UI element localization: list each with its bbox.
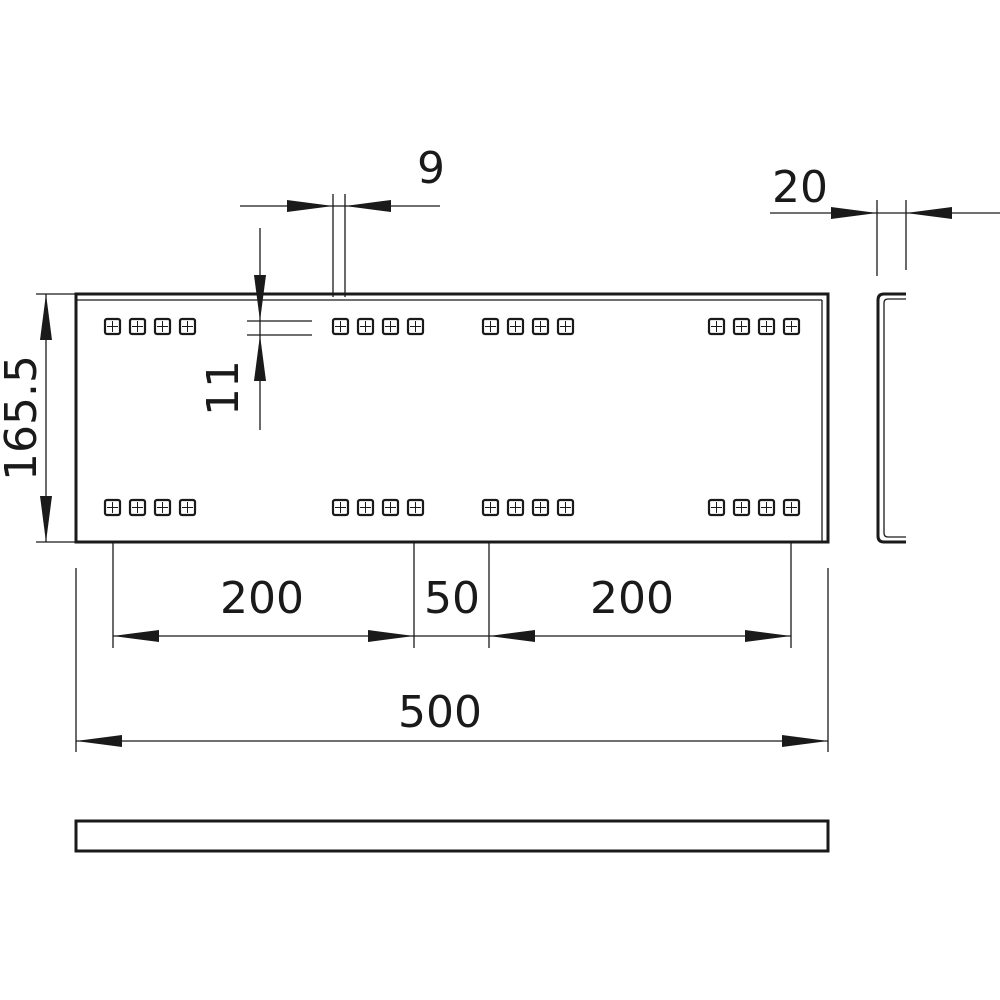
dimension-label: 165.5 <box>0 355 47 481</box>
side-profile-inner <box>883 298 906 538</box>
front-view <box>74 292 830 544</box>
side-profile <box>876 292 906 544</box>
arrowhead <box>745 630 791 642</box>
arrowhead <box>782 735 828 747</box>
dimension-label: 200 <box>590 573 674 624</box>
arrowhead <box>831 207 877 219</box>
arrowhead <box>40 294 52 340</box>
dimension-total-length: 500 <box>75 568 829 752</box>
arrowhead <box>76 735 122 747</box>
dimension-hole-height: 11 <box>198 228 312 430</box>
arrowhead <box>287 200 333 212</box>
dimension-label: 11 <box>198 360 249 416</box>
dimension-label: 500 <box>398 687 482 738</box>
hole-pattern <box>103 317 801 517</box>
arrowhead <box>113 630 159 642</box>
arrowhead <box>40 496 52 542</box>
arrowhead <box>345 200 391 212</box>
dimension-hole-spacing: 9 <box>240 143 445 297</box>
arrowhead <box>368 630 414 642</box>
dimension-group-spacing: 200 50 200 <box>112 542 792 648</box>
dimension-label: 9 <box>417 143 445 194</box>
dimension-label: 200 <box>220 573 304 624</box>
dimension-flange-thickness: 20 <box>770 162 1000 276</box>
arrowhead <box>906 207 952 219</box>
plate-outline <box>74 292 830 544</box>
dimension-height: 165.5 <box>0 293 76 543</box>
dimension-label: 20 <box>772 162 828 213</box>
arrowhead <box>254 275 266 321</box>
arrowhead <box>489 630 535 642</box>
dimension-label: 50 <box>424 573 480 624</box>
arrowhead <box>254 335 266 381</box>
bottom-view <box>74 819 830 853</box>
